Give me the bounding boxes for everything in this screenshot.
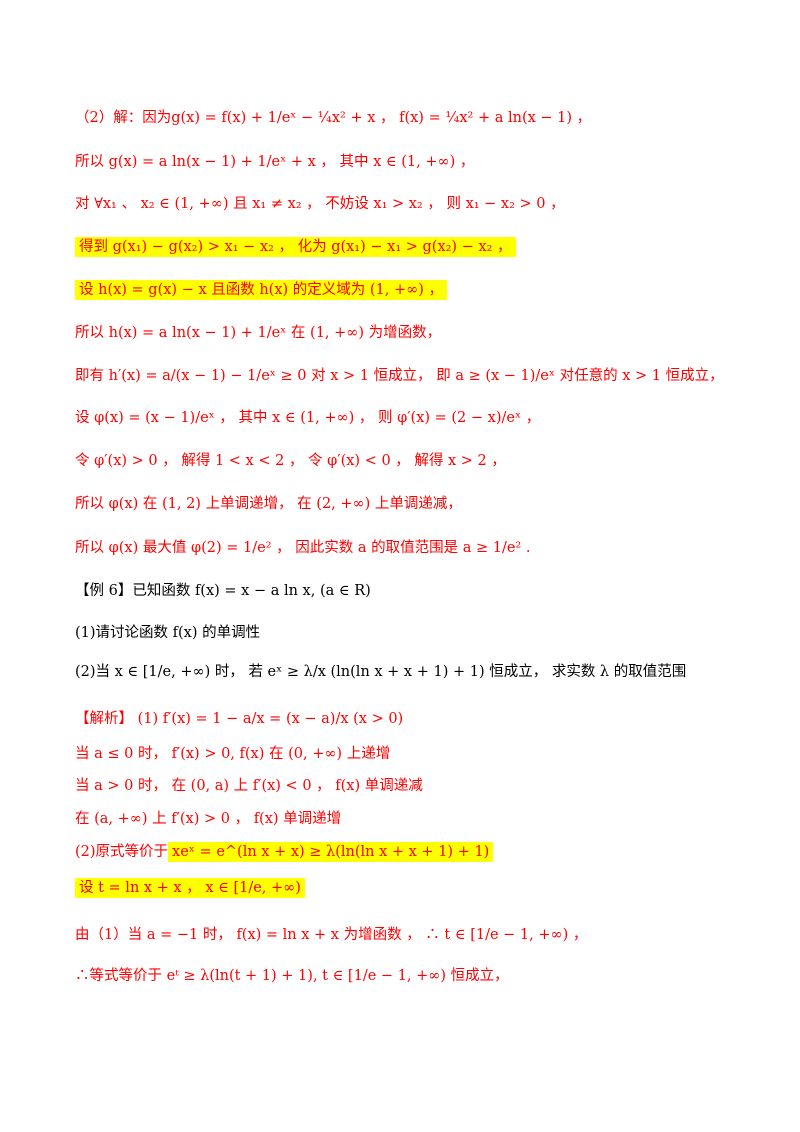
line-example6-title: 【例 6】已知函数 f(x) = x − a ln x, (a ∈ R): [75, 583, 371, 599]
line-highlight-inequality: 得到 g(x₁) − g(x₂) > x₁ − x₂ ， 化为 g(x₁) − …: [75, 236, 760, 258]
line-from-part1: 由（1）当 a = −1 时， f(x) = ln x + x 为增函数 ， ∴…: [75, 927, 588, 943]
line-analysis-start: 【解析】 (1) f′(x) = 1 − a/x = (x − a)/x (x …: [75, 711, 404, 727]
line-g-expression: 所以 g(x) = a ln(x − 1) + 1/eˣ + x ， 其中 x …: [75, 154, 475, 170]
highlight-substitution: 设 t = ln x + x ， x ∈ [1/e, +∞): [75, 878, 305, 898]
line-increasing-interval: 在 (a, +∞) 上 f′(x) > 0 ， f(x) 单调递增: [75, 811, 342, 827]
line-solution-intro: （2）解：因为g(x) = f(x) + 1/eˣ − ¼x² + x ， f(…: [75, 110, 592, 126]
line-equivalent-t: ∴等式等价于 eᵗ ≥ λ(ln(t + 1) + 1), t ∈ [1/e −…: [75, 968, 509, 984]
highlight-inequality: 得到 g(x₁) − g(x₂) > x₁ − x₂ ， 化为 g(x₁) − …: [75, 237, 516, 257]
line-phi-max: 所以 φ(x) 最大值 φ(2) = 1/e² ， 因此实数 a 的取值范围是 …: [75, 540, 531, 556]
line-phi-monotonic: 所以 φ(x) 在 (1, 2) 上单调递增， 在 (2, +∞) 上单调递减，: [75, 496, 462, 512]
line-example6-part2: (2)当 x ∈ [1/e, +∞) 时， 若 eˣ ≥ λ/x (ln(ln …: [75, 664, 687, 680]
line-h-derivative: 即有 h′(x) = a/(x − 1) − 1/eˣ ≥ 0 对 x > 1 …: [75, 368, 724, 384]
line-phi-sign: 令 φ′(x) > 0 ， 解得 1 < x < 2 ， 令 φ′(x) < 0…: [75, 453, 506, 469]
equivalent-label: (2)原式等价于: [75, 844, 169, 860]
line-highlight-define-h: 设 h(x) = g(x) − x 且函数 h(x) 的定义域为 (1, +∞)…: [75, 279, 760, 301]
line-for-all: 对 ∀x₁ 、 x₂ ∈ (1, +∞) 且 x₁ ≠ x₂ ， 不妨设 x₁ …: [75, 196, 565, 212]
line-substitution: 设 t = ln x + x ， x ∈ [1/e, +∞): [75, 877, 760, 899]
line-phi-def: 设 φ(x) = (x − 1)/eˣ ， 其中 x ∈ (1, +∞) ， 则…: [75, 410, 541, 426]
highlight-equivalent-expr: xeˣ = e^(ln x + x) ≥ λ(ln(ln x + x + 1) …: [168, 842, 494, 862]
line-case-a-positive: 当 a > 0 时， 在 (0, a) 上 f′(x) < 0 ， f(x) 单…: [75, 778, 423, 794]
line-h-increasing: 所以 h(x) = a ln(x − 1) + 1/eˣ 在 (1, +∞) 为…: [75, 325, 442, 341]
line-example6-part1: (1)请讨论函数 f(x) 的单调性: [75, 625, 261, 641]
line-case-a-nonpositive: 当 a ≤ 0 时， f′(x) > 0, f(x) 在 (0, +∞) 上递增: [75, 746, 391, 762]
highlight-define-h: 设 h(x) = g(x) − x 且函数 h(x) 的定义域为 (1, +∞)…: [75, 280, 447, 300]
